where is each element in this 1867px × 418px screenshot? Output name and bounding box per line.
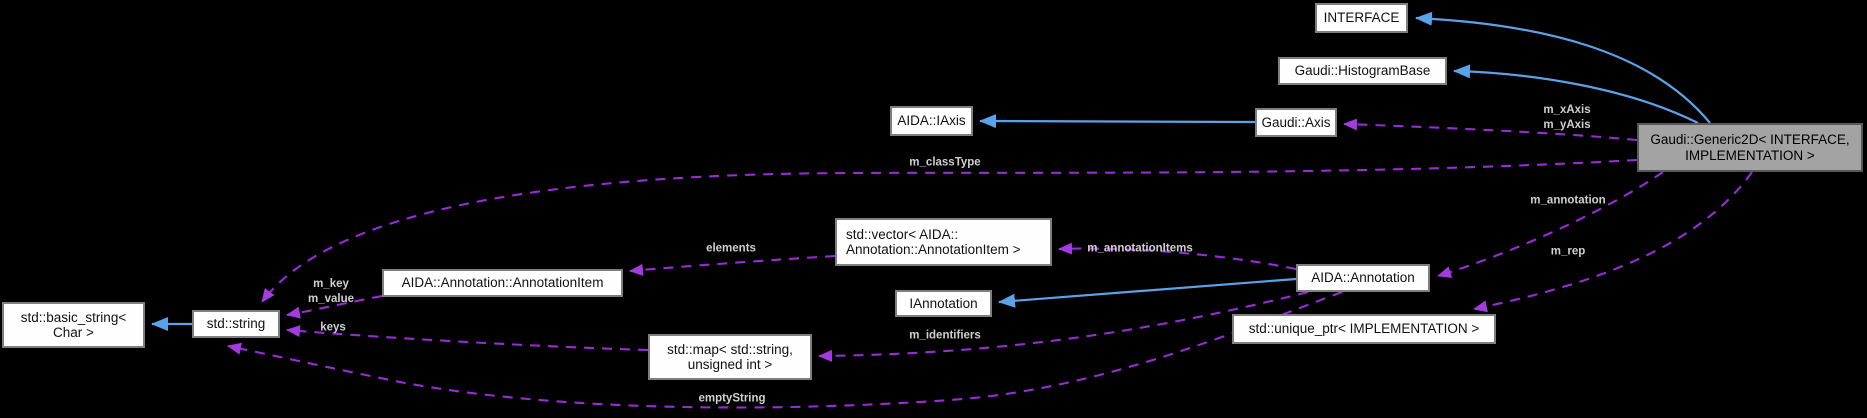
node-aida-annotation-annotationitem[interactable]: AIDA::Annotation::AnnotationItem <box>382 269 623 297</box>
node-std-string[interactable]: std::string <box>192 310 280 338</box>
node-iannotation[interactable]: IAnnotation <box>895 290 992 317</box>
node-aida-annotation[interactable]: AIDA::Annotation <box>1296 264 1430 292</box>
node-std-vector-annotationitem[interactable]: std::vector< AIDA:: Annotation::Annotati… <box>835 218 1052 266</box>
edge-m-classtype <box>261 158 1638 303</box>
node-gaudi-axis[interactable]: Gaudi::Axis <box>1255 108 1337 137</box>
node-gaudi-histogrambase[interactable]: Gaudi::HistogramBase <box>1278 57 1447 85</box>
edge-aidaannotation-to-iannotation <box>998 277 1297 308</box>
edge-m-rep <box>1473 171 1753 313</box>
edge-emptystring <box>227 291 1343 409</box>
edge-m-annotation <box>1437 171 1664 278</box>
node-aida-iaxis[interactable]: AIDA::IAxis <box>890 106 973 136</box>
edge-generic2d-to-interface <box>1415 11 1711 124</box>
edge-m-identifiers <box>818 290 1309 362</box>
edge-gaudiaxis-to-aidaiaxis <box>979 114 1256 129</box>
node-std-unique-ptr[interactable]: std::unique_ptr< IMPLEMENTATION > <box>1232 314 1496 344</box>
node-gaudi-generic2d[interactable]: Gaudi::Generic2D< INTERFACE, IMPLEMENTAT… <box>1637 123 1863 172</box>
node-std-map[interactable]: std::map< std::string, unsigned int > <box>648 334 812 380</box>
edge-m-annotationitems <box>1058 242 1297 271</box>
edge-elements <box>629 254 836 276</box>
edge-m-axes <box>1343 118 1638 142</box>
edge-keys <box>286 325 649 352</box>
node-std-basic-string[interactable]: std::basic_string< Char > <box>2 302 145 348</box>
edge-generic2d-to-histogrambase <box>1453 64 1699 124</box>
edge-m-key-value <box>286 294 383 319</box>
node-interface[interactable]: INTERFACE <box>1315 3 1408 33</box>
